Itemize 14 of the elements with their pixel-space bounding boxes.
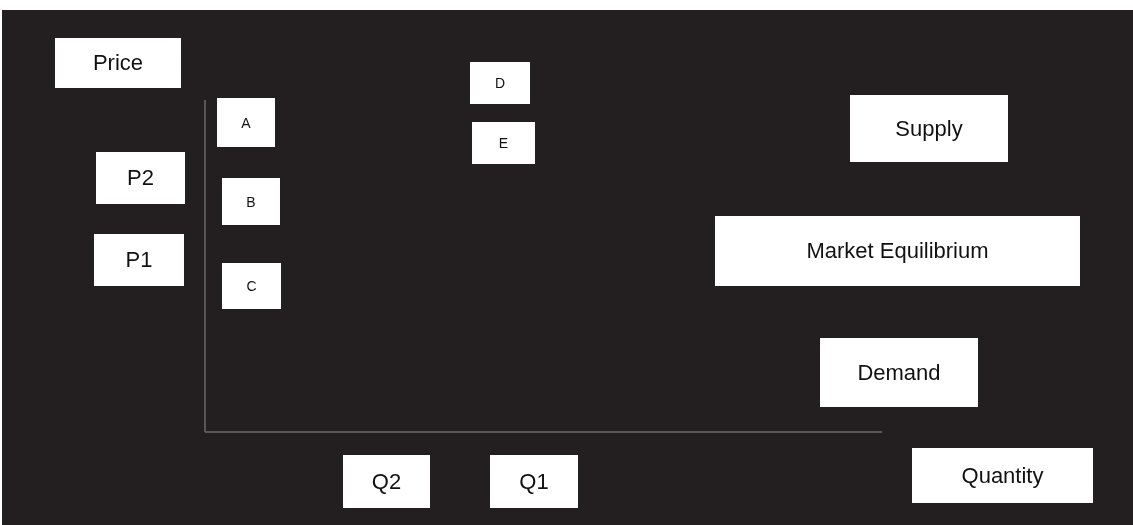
label-box: A (217, 98, 275, 147)
label-box: P2 (96, 152, 185, 204)
label-box: D (470, 62, 530, 104)
label-box: C (222, 263, 281, 309)
label-box: Q2 (343, 455, 430, 508)
label-box: B (222, 178, 280, 225)
label-box: Demand (820, 338, 978, 407)
label-box: Q1 (490, 455, 578, 508)
label-box: P1 (94, 234, 184, 286)
label-box: E (472, 122, 535, 164)
label-box: Price (55, 38, 181, 88)
label-box: Market Equilibrium (715, 216, 1080, 286)
label-box: Supply (850, 95, 1008, 162)
label-box: Quantity (912, 448, 1093, 503)
